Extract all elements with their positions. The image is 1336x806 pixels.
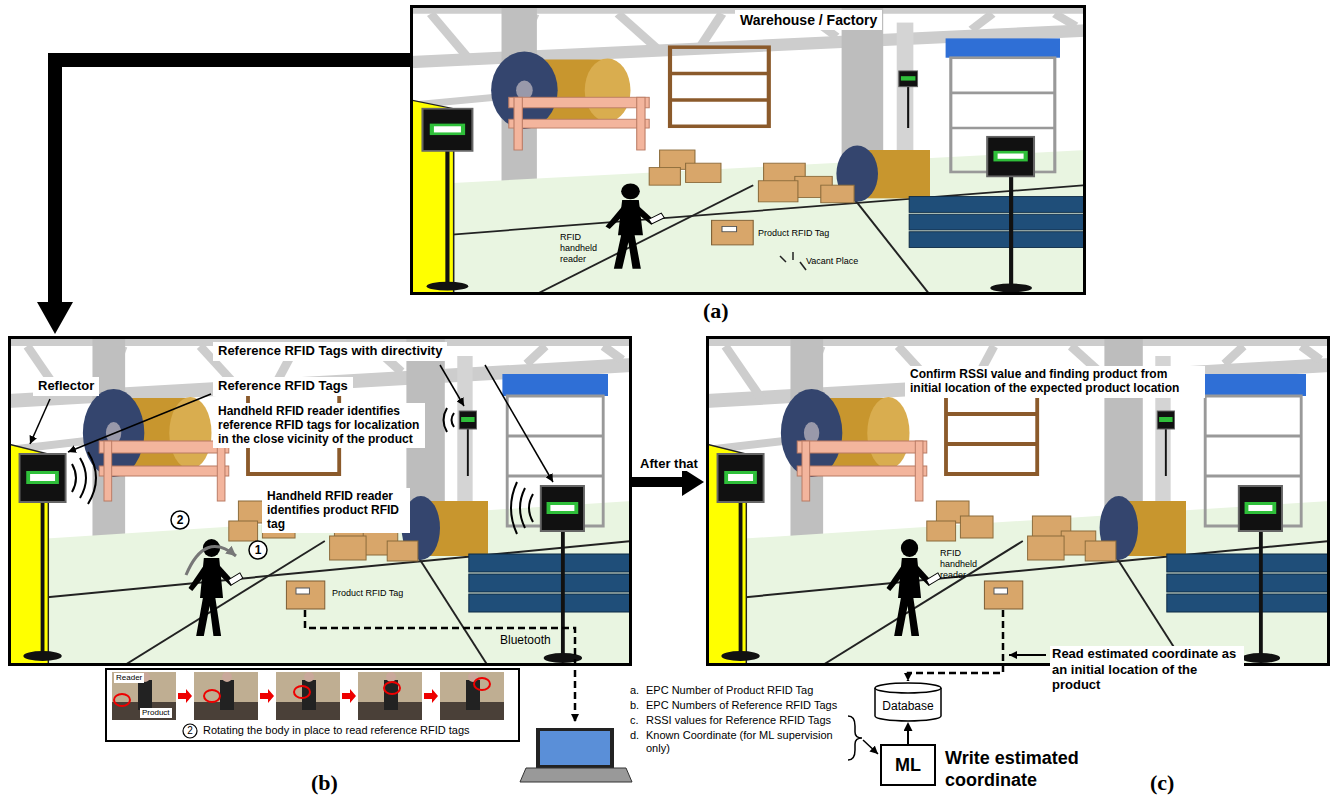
flow-arrow [632, 477, 682, 487]
panel-frame: (a)Warehouse / Factory [410, 5, 1086, 295]
list-marker: c. [630, 714, 639, 727]
flow-arrow [55, 60, 410, 302]
list-marker: b. [630, 699, 639, 712]
callout-text: Handheld RFID reader identifies product … [267, 490, 405, 531]
callout-box: Reflector [33, 377, 99, 396]
list-marker: a. [630, 684, 639, 697]
edge-label: After that [638, 456, 700, 471]
flow-arrow [907, 731, 909, 744]
list-item: Known Coordinate (for ML supervision onl… [646, 729, 836, 755]
panel-tag: (a) [703, 298, 729, 324]
part-label: Product RFID Tag [332, 588, 403, 599]
callout-number: 2 [183, 725, 197, 737]
callout-text: Reference RFID Tags [218, 379, 348, 394]
box-text: Warehouse / Factory [740, 12, 877, 28]
inset-caption: Rotating the body in place to read refer… [203, 724, 470, 736]
link-label: Bluetooth [500, 633, 551, 647]
part-label: Vacant Place [806, 256, 858, 267]
callout-text: Reflector [38, 379, 94, 394]
panel-frame: (c)Confirm RSSI value and finding produc… [706, 336, 1330, 666]
list-item: EPC Numbers of Reference RFID Tags [646, 699, 837, 712]
panel-tag: (c) [1150, 770, 1174, 796]
panel-tag: (b) [311, 770, 338, 796]
part-label: Product RFID Tag [758, 228, 829, 239]
list-marker: d. [630, 729, 639, 742]
callout-box: Reference RFID Tags with directivity [213, 342, 447, 361]
photo-inset: Rotating the body in place to read refer… [105, 668, 520, 742]
part-label: RFID handheld reader [940, 548, 986, 580]
photo-label: Reader [114, 673, 144, 683]
callout-box: Handheld RFID reader identifies referenc… [213, 403, 425, 448]
callout-number: 2 [171, 513, 189, 527]
callout-box: Handheld RFID reader identifies product … [262, 488, 410, 533]
note-text: Write estimated coordinate [945, 748, 1115, 791]
callout-box: Reference RFID Tags [213, 377, 353, 396]
list-item: EPC Number of Product RFID Tag [646, 684, 813, 697]
callout-box: Confirm RSSI value and finding product f… [905, 366, 1205, 398]
database-cylinder: Database [874, 682, 942, 722]
list-item: RSSI values for Reference RFID Tags [646, 714, 831, 727]
callout-text: Confirm RSSI value and finding product f… [910, 368, 1200, 396]
title-box: Warehouse / Factory [735, 10, 882, 30]
callout-text: Handheld RFID reader identifies referenc… [218, 405, 420, 446]
photo-label: Product [140, 708, 172, 718]
callout-number: 1 [249, 543, 267, 557]
callout-text: Reference RFID Tags with directivity [218, 344, 442, 359]
panel-frame: (b)Reference RFID Tags with directivityR… [8, 336, 632, 666]
process-text: ML [895, 755, 921, 776]
process-box: ML [880, 744, 936, 786]
database-text: Database [882, 699, 933, 713]
part-label: RFID handheld reader [560, 232, 606, 264]
note-text: Read estimated coordinate as an initial … [1050, 646, 1244, 693]
